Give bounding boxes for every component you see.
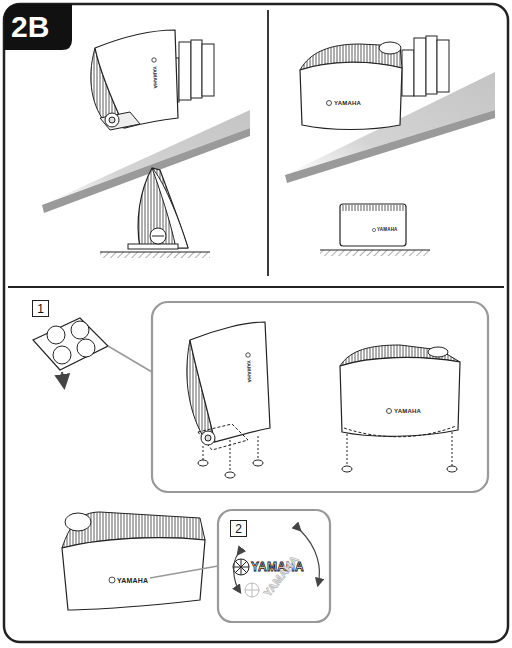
brand-logo-text: YAMAHA xyxy=(394,408,421,414)
speaker-with-pads-right xyxy=(340,345,460,472)
pad-sheet xyxy=(33,318,152,386)
callout-bubble xyxy=(152,302,488,492)
divider xyxy=(8,286,504,288)
callout-bubble xyxy=(218,510,330,622)
brand-logo-text: YAMAHA xyxy=(377,228,398,233)
brand-logo-text: YAMAHA xyxy=(334,100,361,106)
step-number-box: 1 xyxy=(32,300,49,317)
frame xyxy=(4,4,508,642)
section-title: 2B xyxy=(11,12,49,42)
brand-logo-text: YAMAHA xyxy=(152,66,158,89)
title-tab xyxy=(4,4,72,50)
shelf-scene-right xyxy=(285,36,495,183)
divider xyxy=(267,10,269,276)
step-number-box: 2 xyxy=(230,520,247,537)
speaker-bottom xyxy=(62,512,218,610)
front-view-right xyxy=(320,204,430,256)
brand-logo-text: YAMAHA xyxy=(246,360,252,383)
step-number: 2 xyxy=(235,523,242,535)
step-number: 1 xyxy=(37,303,44,315)
side-view-left xyxy=(100,168,210,258)
speaker-with-pads-left xyxy=(187,322,270,478)
brand-logo-text: YAMAHA xyxy=(117,577,148,584)
